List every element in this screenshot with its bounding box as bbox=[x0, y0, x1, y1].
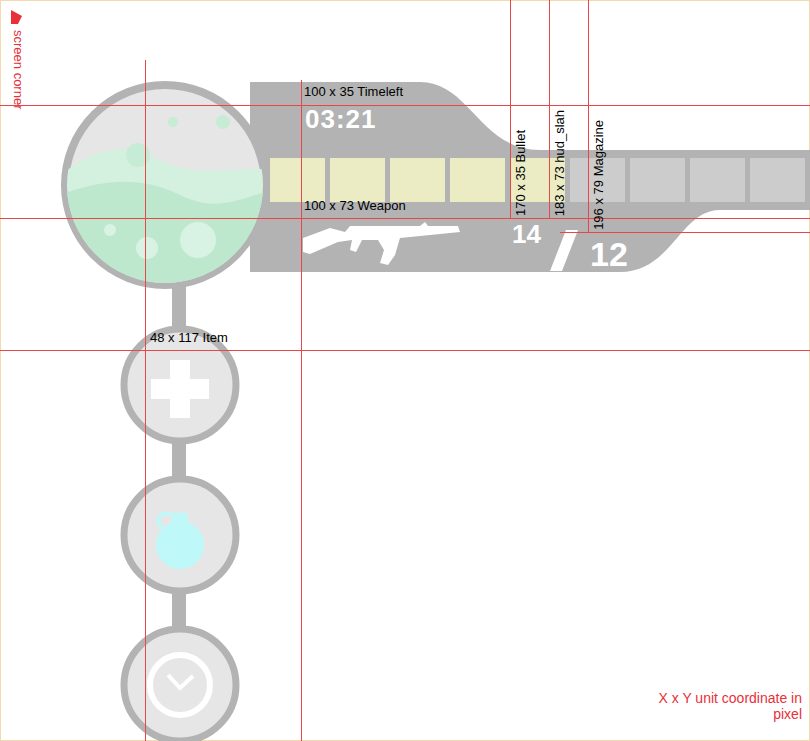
bullet-cells bbox=[210, 158, 805, 202]
dimension-label: 100 x 73 Weapon bbox=[304, 199, 406, 214]
item-circle bbox=[124, 329, 236, 441]
grenade-icon bbox=[156, 513, 204, 569]
dimension-label: 48 x 117 Item bbox=[150, 331, 228, 346]
clock-icon bbox=[150, 655, 210, 715]
dimension-label: 196 x 79 Magazine bbox=[592, 120, 607, 230]
timer-value: 03:21 bbox=[305, 106, 377, 132]
bullet-bar bbox=[205, 150, 810, 210]
corner-marker bbox=[11, 10, 22, 24]
dimension-label: 100 x 35 Timeleft bbox=[304, 85, 403, 100]
hud-body bbox=[250, 82, 810, 272]
magazine-count: 12 bbox=[590, 237, 628, 271]
unit-note: X x Y unit coordinate in pixel bbox=[640, 690, 802, 722]
bullet-count: 14 bbox=[512, 221, 541, 247]
hud-slash bbox=[550, 230, 578, 271]
dimension-label: 183 x 73 hud_slah bbox=[553, 110, 568, 216]
dimension-label: 170 x 35 Bullet bbox=[514, 130, 529, 216]
health-liquid bbox=[60, 115, 275, 300]
screen-corner-note: screen corner bbox=[10, 30, 25, 109]
rifle-icon bbox=[303, 222, 460, 265]
item-circle bbox=[124, 479, 236, 591]
medkit-icon bbox=[151, 360, 209, 418]
item-circle bbox=[124, 629, 236, 741]
